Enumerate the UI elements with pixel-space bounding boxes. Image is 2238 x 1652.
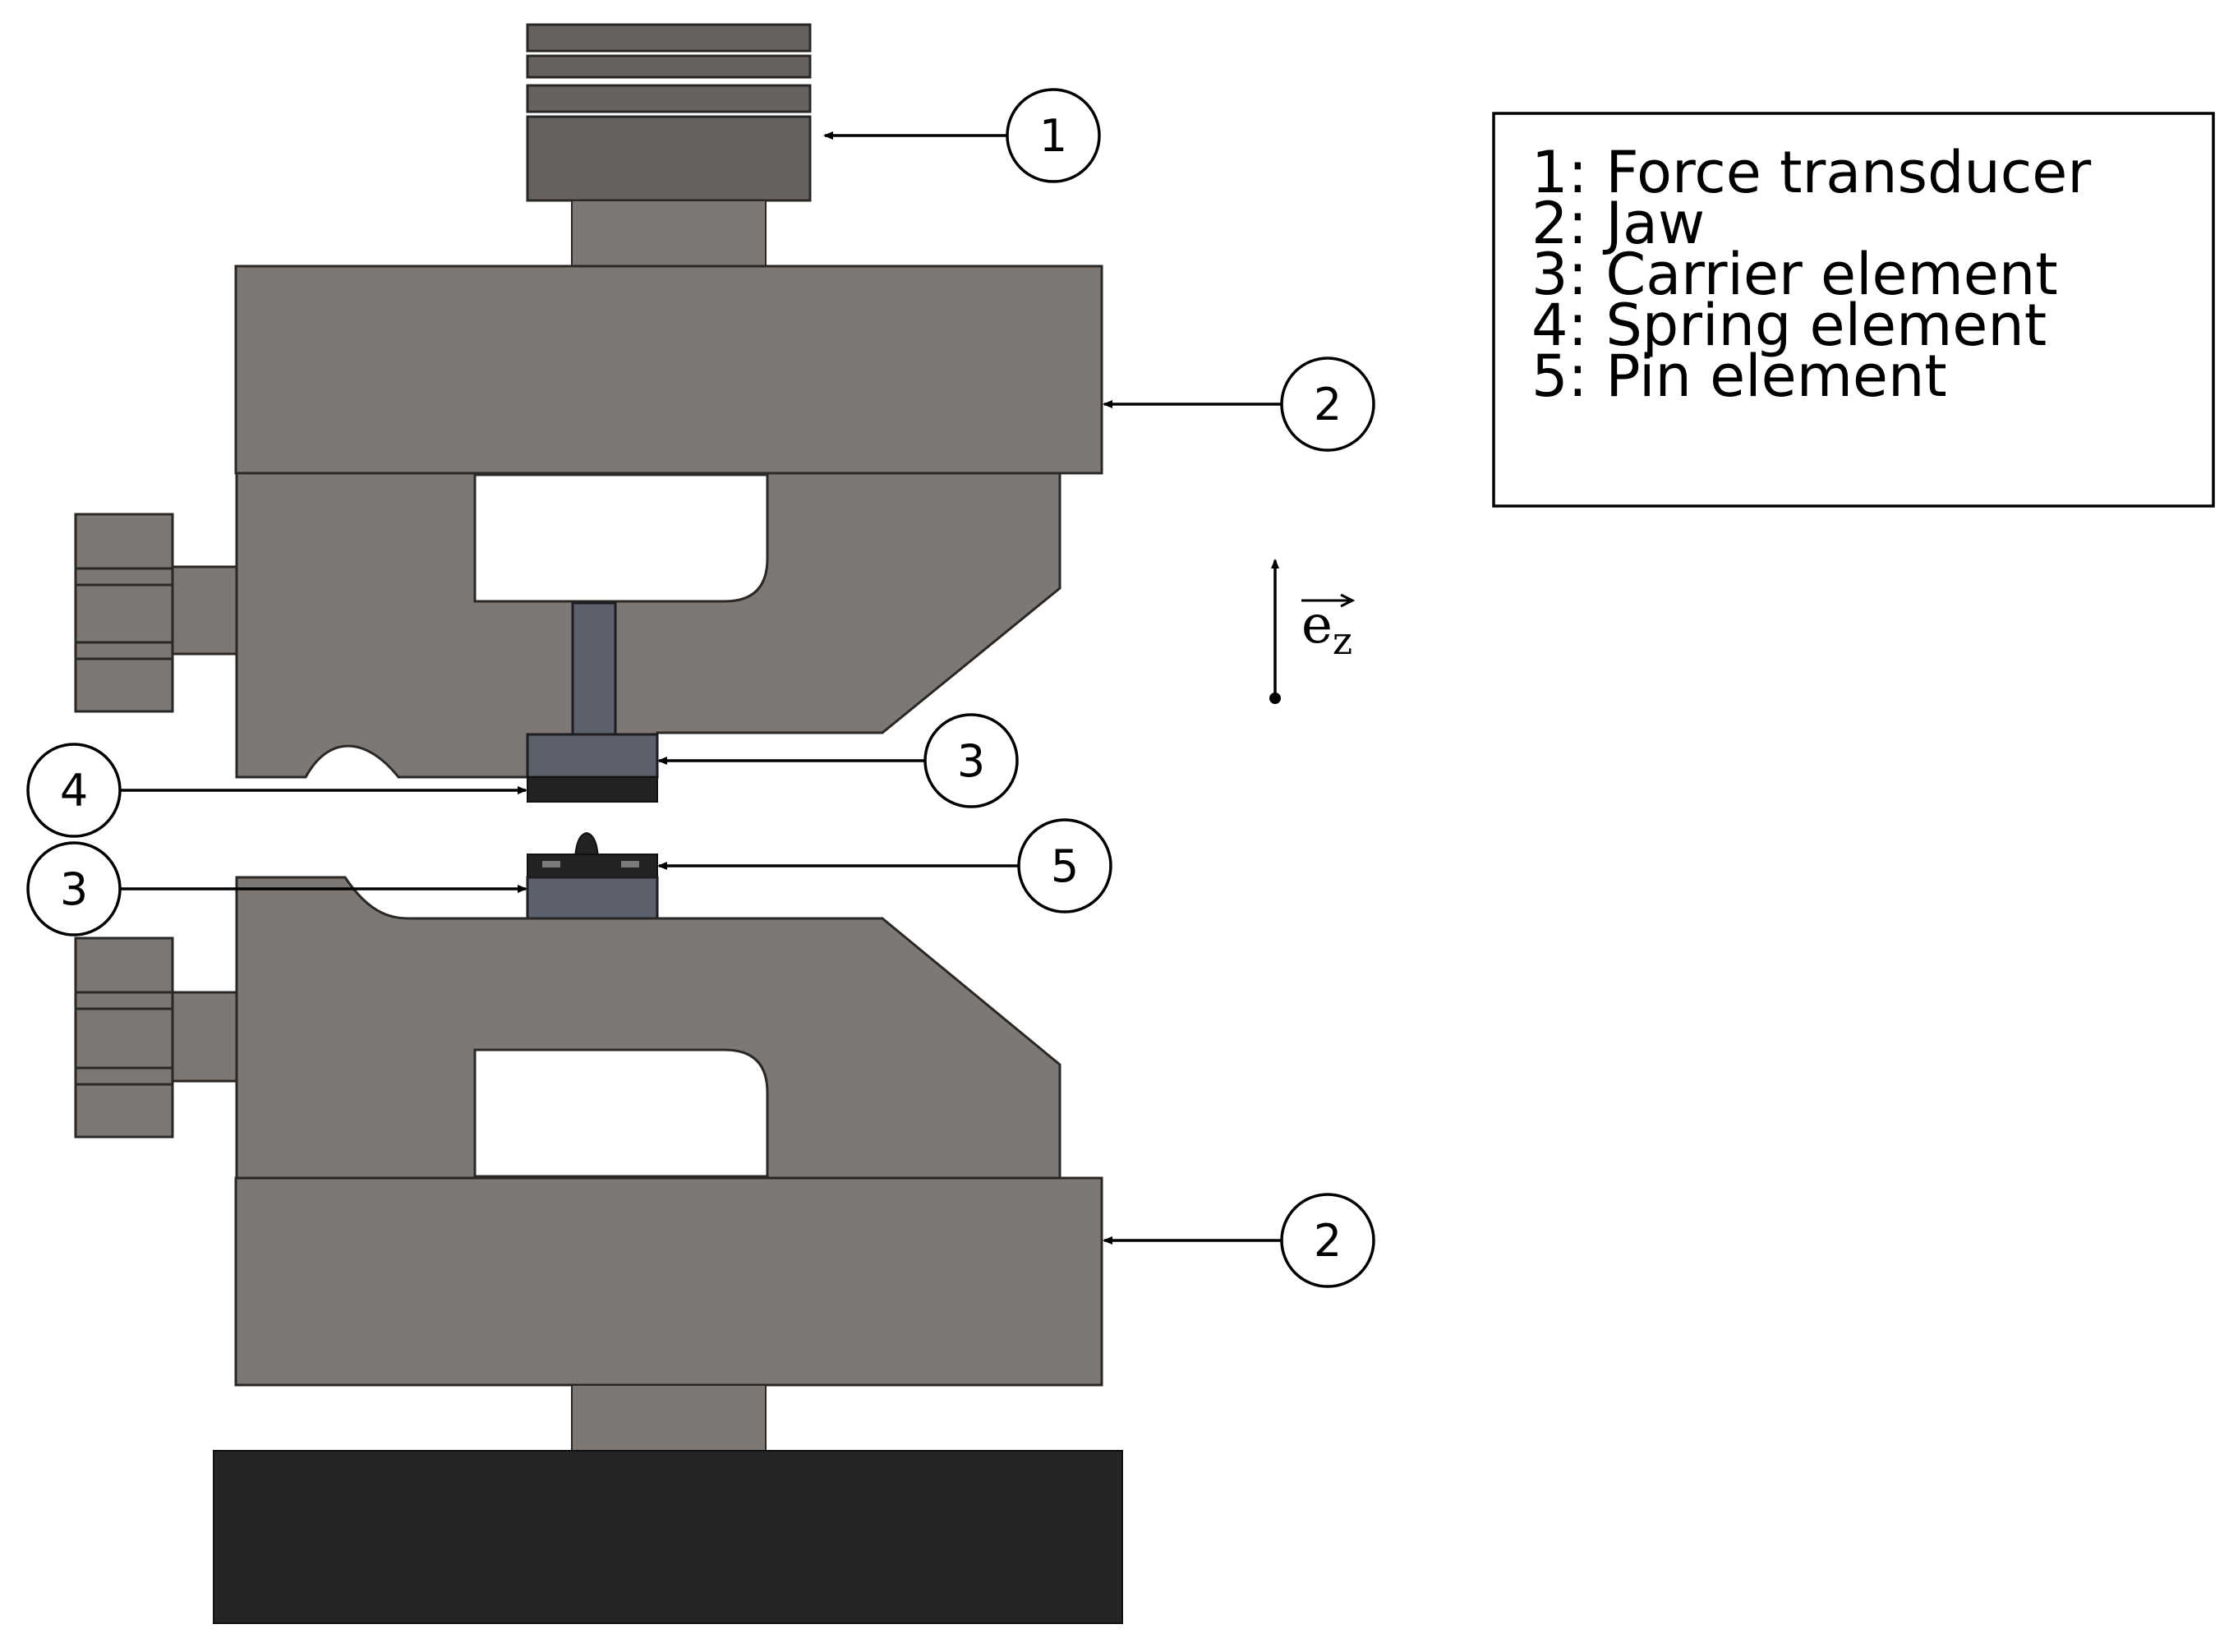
lower-clamp-body: [235, 876, 1061, 1180]
machine-base: [213, 1450, 1123, 1624]
legend-item-jaw: 2: Jaw: [1531, 190, 1705, 257]
upper-jaw-plate: [234, 265, 1103, 475]
callout-3-upper: 3: [923, 713, 1019, 808]
callout-2-lower: 2: [1280, 1193, 1375, 1288]
svg-text:4: 4: [60, 765, 88, 817]
ez-axis-label: ez: [1301, 595, 1352, 663]
force-transducer: [526, 23, 812, 202]
ez-axis-indicator: ez: [1269, 559, 1356, 704]
pin-element: [527, 831, 658, 878]
legend-item-spring-element: 4: Spring element: [1531, 292, 2047, 359]
callout-4: 4: [26, 743, 122, 838]
upper-clamp-knob: [74, 513, 238, 713]
legend: 1: Force transducer 2: Jaw 3: Carrier el…: [1492, 112, 2215, 508]
callout-5: 5: [1017, 818, 1112, 913]
lower-jaw-plate: [234, 1176, 1103, 1387]
legend-item-force-transducer: 1: Force transducer: [1531, 139, 2091, 206]
legend-item-pin-element: 5: Pin element: [1531, 343, 1947, 410]
upper-neck: [571, 200, 767, 267]
legend-box: [1492, 112, 2215, 508]
svg-text:1: 1: [1039, 110, 1067, 162]
svg-text:3: 3: [60, 863, 88, 915]
callout-3-lower: 3: [26, 841, 122, 936]
lower-clamp-knob: [74, 936, 238, 1139]
callout-1: 1: [1006, 88, 1101, 183]
leader-lines: [120, 131, 1282, 1245]
lower-neck: [571, 1384, 767, 1452]
callout-2-upper: 2: [1280, 357, 1375, 452]
svg-text:5: 5: [1051, 840, 1079, 892]
spring-element: [527, 776, 658, 803]
legend-item-carrier-element: 3: Carrier element: [1531, 241, 2058, 308]
svg-text:3: 3: [957, 735, 985, 787]
svg-text:2: 2: [1314, 379, 1342, 430]
upper-carrier-element: [526, 601, 659, 779]
upper-clamp-body: [235, 472, 1061, 779]
svg-text:2: 2: [1314, 1215, 1342, 1267]
